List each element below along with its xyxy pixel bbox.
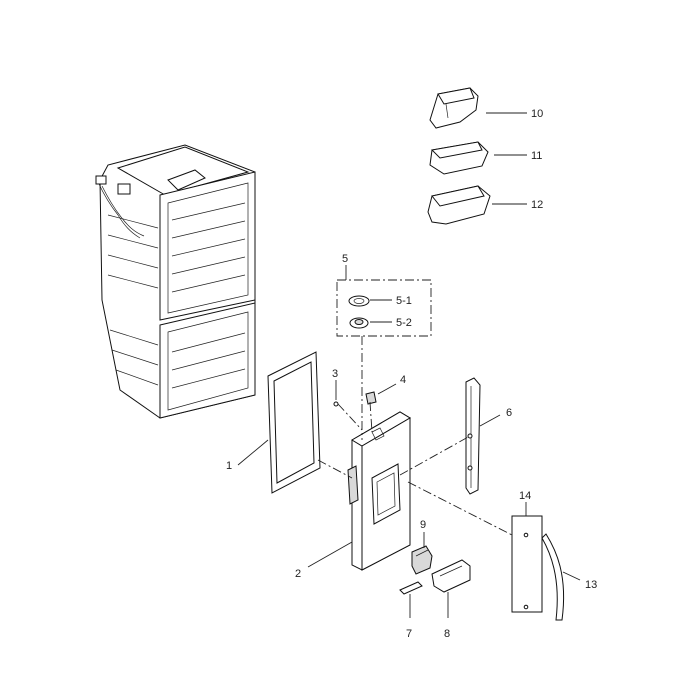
callout-2: 2: [295, 568, 301, 580]
door-bin-10: [429, 87, 479, 129]
door-bin-11: [429, 141, 489, 175]
hinge-bar: [465, 377, 481, 495]
callout-6: 6: [506, 407, 512, 419]
dispenser-tray: [431, 559, 471, 593]
trim-strip: [399, 581, 423, 595]
door-panel: [347, 411, 411, 571]
callout-9: 9: [420, 519, 426, 531]
dispenser-switch: [411, 545, 433, 575]
door-bin-12: [427, 185, 491, 225]
refrigerator-cabinet: [95, 144, 256, 419]
callout-3: 3: [332, 368, 338, 380]
callout-8: 8: [444, 628, 450, 640]
callout-labels: 1 2 3 4 5 5-1 5-2 6 7 8 9 10 11 12 13 14: [226, 108, 597, 640]
callout-5-2: 5-2: [396, 317, 412, 329]
door-gasket: [267, 351, 321, 494]
callout-10: 10: [531, 108, 543, 120]
callout-5: 5: [342, 253, 348, 265]
callout-4: 4: [400, 374, 406, 386]
callout-14: 14: [519, 490, 531, 502]
part-5-group-box: [336, 265, 432, 337]
handle-cover: [511, 515, 543, 613]
assembly-lines: [317, 336, 513, 536]
callout-7: 7: [406, 628, 412, 640]
callout-12: 12: [531, 199, 543, 211]
screw: [333, 401, 339, 407]
cap: [365, 391, 377, 405]
callout-5-1: 5-1: [396, 295, 412, 307]
callout-11: 11: [531, 150, 542, 162]
leader-lines: [237, 112, 581, 618]
door-handle: [541, 533, 565, 621]
callout-1: 1: [226, 460, 232, 472]
callout-13: 13: [585, 579, 597, 591]
